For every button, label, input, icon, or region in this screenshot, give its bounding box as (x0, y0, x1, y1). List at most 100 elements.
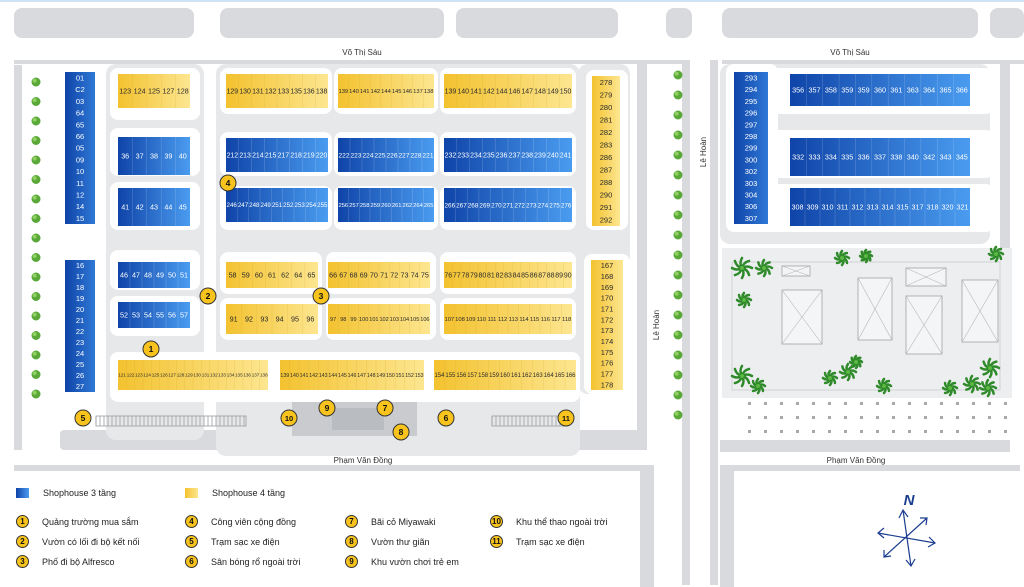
unit-number: 149 (547, 89, 559, 96)
yellow-block-shape (328, 304, 430, 334)
unit-number: 51 (180, 271, 188, 280)
unit-number: 141 (360, 89, 370, 95)
unit-number: 299 (745, 144, 758, 153)
unit-number: 115 (530, 317, 539, 323)
unit-number: 15 (76, 214, 84, 223)
unit-number: 111 (488, 317, 497, 323)
unit-number: 228 (411, 152, 422, 159)
unit-number: 11 (76, 179, 84, 188)
legend-label: Trạm sạc xe điện (211, 536, 280, 547)
unit-number: 127 (168, 373, 176, 378)
legend-marker: 9 (345, 555, 358, 568)
unit-number: 275 (549, 202, 560, 209)
unit-number: 145 (338, 373, 347, 379)
unit-number: 116 (541, 317, 550, 323)
unit-number: 64 (294, 271, 302, 280)
unit-number: 53 (132, 311, 140, 320)
unit-number: 236 (496, 153, 508, 160)
unit-number: 78 (461, 273, 469, 280)
unit-number: 36 (121, 152, 129, 161)
unit-number: 171 (601, 304, 614, 313)
unit-number: 313 (867, 203, 879, 212)
unit-number: 97 (330, 317, 336, 323)
marker-circle (74, 409, 92, 427)
unit-number: 137 (413, 89, 423, 95)
marker-circle (219, 174, 237, 192)
legend-marker: 1 (16, 515, 29, 528)
unit-number: 283 (600, 140, 613, 149)
unit-number: 160 (500, 373, 511, 379)
unit-number: 108 (455, 317, 465, 323)
unit-number: 59 (242, 271, 250, 280)
unit-number: 10 (76, 167, 84, 176)
unit-number: 343 (939, 153, 951, 162)
marker-circle (392, 423, 410, 441)
unit-number: 281 (600, 115, 613, 124)
unit-number: 16 (76, 261, 84, 270)
unit-number: 68 (350, 271, 358, 280)
unit-number: 335 (841, 153, 853, 162)
unit-number: 64 (76, 109, 84, 118)
unit-number: 282 (600, 128, 613, 137)
unit-number: 117 (551, 317, 560, 323)
unit-number: 54 (144, 311, 152, 320)
blue-block-shape (790, 138, 970, 176)
unit-number: 170 (601, 294, 614, 303)
unit-number: 233 (457, 153, 469, 160)
unit-number: 147 (521, 89, 533, 96)
unit-number: 22 (76, 327, 84, 336)
unit-number: 175 (601, 348, 614, 357)
unit-number: 315 (897, 203, 909, 212)
unit-number: 77 (453, 273, 461, 280)
blue-block-shape (118, 188, 190, 226)
unit-number: 56 (168, 311, 176, 320)
unit-number: 122 (127, 373, 135, 378)
unit-number: 110 (477, 317, 486, 323)
unit-number: 148 (534, 89, 546, 96)
unit-number: 156 (456, 373, 467, 379)
amenity-marker: 9 (318, 399, 336, 417)
unit-number: 20 (76, 305, 84, 314)
amenity-marker: 5 (74, 409, 92, 427)
unit-number: 09 (76, 155, 84, 164)
unit-number: 294 (745, 85, 758, 94)
blue-block-shape (338, 188, 434, 222)
street-vo-thi-sau-left: Võ Thị Sáu (342, 48, 381, 57)
yellow-block-shape (444, 304, 572, 334)
yellow-block-shape (444, 74, 572, 108)
unit-number: 261 (392, 203, 402, 209)
unit-number: 256 (338, 203, 348, 209)
unit-number: 71 (380, 271, 388, 280)
unit-number: 131 (252, 89, 264, 96)
unit-number: 297 (745, 120, 758, 129)
unit-number: 300 (745, 155, 758, 164)
legend-label: Khu thể thao ngoài trời (516, 516, 608, 527)
park-area (722, 248, 1012, 433)
compass: N (877, 492, 936, 568)
yellow-block-shape (280, 360, 424, 390)
unit-number: 100 (359, 317, 368, 323)
unit-number: 165 (555, 373, 566, 379)
unit-number: 264 (413, 203, 423, 209)
unit-number: 226 (387, 152, 398, 159)
unit-number: 123 (119, 87, 131, 96)
unit-number: 89 (555, 273, 563, 280)
legend-marker: 6 (185, 555, 198, 568)
unit-number: 135 (290, 89, 302, 96)
unit-number: 159 (489, 373, 500, 379)
unit-number: 91 (230, 315, 238, 324)
unit-number: 151 (396, 373, 405, 379)
unit-number: 134 (227, 373, 235, 378)
unit-number: 212 (227, 153, 239, 160)
unit-number: 241 (560, 153, 572, 160)
blue-block-shape (226, 188, 328, 222)
